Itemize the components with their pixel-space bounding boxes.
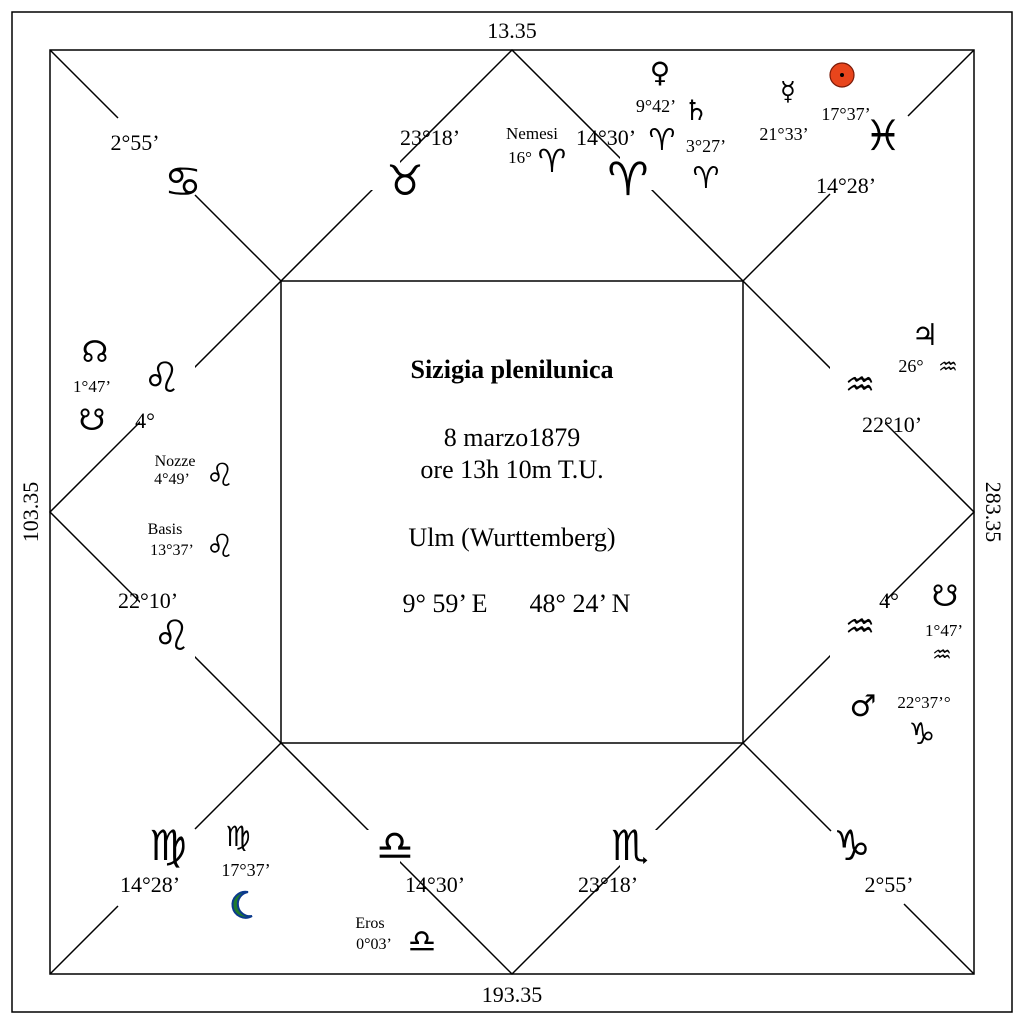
cusp-leo-lower-degree: 22°10’: [118, 588, 178, 613]
eros-sign-libra-icon: ♎: [408, 922, 437, 960]
nozze-label: Nozze: [155, 453, 196, 470]
cusp-aquarius-upper-degree: 22°10’: [862, 412, 922, 437]
moon-degree: 17°37’: [221, 860, 270, 880]
chart-longitude: 9° 59’ E: [402, 589, 487, 618]
chart-title: Sizigia plenilunica: [411, 355, 614, 384]
cusp-virgo-degree: 14°28’: [120, 872, 180, 897]
cancer-icon: ♋: [164, 157, 202, 206]
south-node-degree: 1°47’: [925, 621, 963, 640]
nozze-sign-leo-icon: ♌: [206, 456, 235, 494]
outer-frame: [11, 11, 1013, 1013]
south-node-sign-aquarius-icon: ♒: [932, 643, 952, 668]
chart-place: Ulm (Wurttemberg): [408, 523, 615, 552]
cusp-aquarius-lower-degree: 4°: [879, 588, 899, 613]
nemesi-degree: 16°: [508, 148, 532, 167]
cusp-leo-upper-degree: 4°: [135, 408, 155, 433]
leo-icon-lower: ♌: [153, 611, 191, 660]
corner-right: 283.35: [981, 482, 1006, 543]
venus-icon: ♀: [650, 56, 671, 89]
jupiter-icon: ♃: [912, 318, 939, 353]
cusp-scorpio-degree: 23°18’: [578, 872, 638, 897]
scorpio-icon: ♏: [611, 821, 649, 870]
basis-sign-leo-icon: ♌: [206, 527, 235, 565]
nemesi-label: Nemesi: [506, 124, 558, 143]
north-node-icon: ☊: [82, 335, 109, 370]
cusp-capricorn-degree: 2°55’: [864, 872, 913, 897]
eros-label: Eros: [355, 915, 384, 932]
center-square: [280, 280, 744, 744]
saturn-icon: ♄: [683, 94, 708, 127]
venus-degree: 9°42’: [636, 96, 676, 116]
diamond: [48, 48, 976, 976]
capricorn-icon: ♑: [833, 821, 871, 870]
cusp-taurus-degree: 23°18’: [400, 125, 460, 150]
chart-time: ore 13h 10m T.U.: [420, 455, 603, 484]
mercury-degree: 21°33’: [759, 124, 808, 144]
label-gaps: [140, 130, 885, 890]
cusp-aries-degree: 14°30’: [576, 125, 636, 150]
chart-date: 8 marzo1879: [444, 423, 580, 452]
saturn-sign-aries-icon: ♈: [693, 161, 720, 196]
nozze-degree: 4°49’: [154, 471, 190, 488]
aries-icon: ♈: [607, 152, 648, 206]
virgo-icon: ♍: [149, 821, 187, 870]
aquarius-icon-lower: ♒: [845, 607, 875, 647]
nemesi-sign-aries-icon: ♈: [538, 142, 567, 180]
mars-degree: 22°37’°: [897, 693, 950, 712]
cusp-pisces-degree: 14°28’: [816, 173, 876, 198]
jupiter-sign-aquarius-icon: ♒: [938, 355, 958, 380]
south-node-icon: ☋: [932, 579, 959, 614]
basis-degree: 13°37’: [150, 542, 194, 559]
moon-sign-virgo-icon: ♍: [225, 820, 250, 853]
basis-label: Basis: [148, 521, 183, 538]
corner-top: 13.35: [487, 18, 537, 43]
eros-degree: 0°03’: [356, 936, 392, 953]
north-node-opposite-icon: ☋: [79, 403, 106, 438]
corner-left: 103.35: [18, 482, 43, 543]
diagonals: [49, 49, 975, 975]
libra-icon: ♎: [376, 821, 414, 870]
corner-bottom: 193.35: [482, 982, 543, 1007]
mars-icon: ♂: [850, 689, 877, 724]
cusp-libra-degree: 14°30’: [405, 872, 465, 897]
mars-sign-capricorn-icon: ♑: [909, 717, 936, 752]
moon-icon: [231, 890, 253, 919]
aquarius-icon-upper: ♒: [845, 365, 875, 405]
sun-icon-dot: [840, 73, 844, 77]
venus-sign-aries-icon: ♈: [649, 123, 676, 158]
cusp-cancer-degree: 2°55’: [110, 130, 159, 155]
sun-degree: 17°37’: [821, 104, 870, 124]
pisces-icon: ♓: [864, 111, 902, 160]
chart-latitude: 48° 24’ N: [530, 589, 631, 618]
leo-icon-upper: ♌: [143, 353, 181, 402]
mercury-icon: ☿: [780, 77, 796, 107]
jupiter-degree: 26°: [898, 356, 923, 376]
north-node-degree: 1°47’: [73, 377, 111, 396]
saturn-degree: 3°27’: [686, 136, 726, 156]
taurus-icon: ♉: [386, 156, 424, 205]
